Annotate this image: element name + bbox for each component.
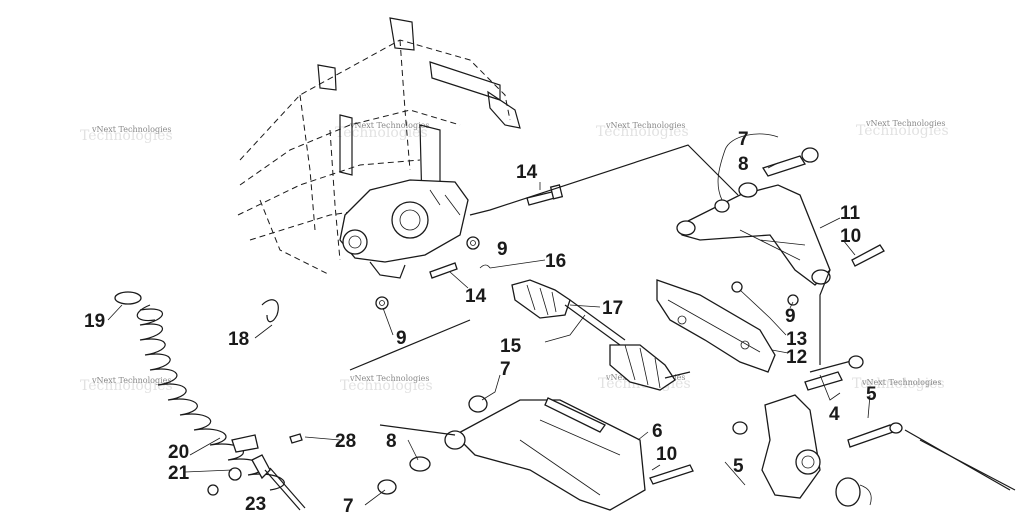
svg-text:Technologies: Technologies [80,128,173,144]
lower-a-arm [377,395,694,511]
steering-knuckle [732,355,1011,507]
watermark-3: vNext Technologies [605,121,685,130]
callout-4: 4 [829,404,840,425]
callout-5-lower: 5 [733,456,744,477]
callout-8-lower: 8 [386,431,397,452]
frame-phantom [237,17,521,276]
callout-9-left: 9 [396,328,407,349]
watermark-2: vNext Technologies [349,121,429,130]
shock-spring [114,291,306,511]
callout-7-lower: 7 [343,496,354,512]
callout-16: 16 [545,251,566,272]
upper-a-arm [676,147,885,306]
leader-lines [107,133,1016,506]
svg-text:Technologies: Technologies [852,376,945,392]
callout-14-upper: 14 [516,162,538,183]
watermark-8: vNext Technologies [861,378,941,387]
callout-7-upper: 7 [738,129,749,150]
a-arm-guard [656,279,776,373]
callout-5-upper: 5 [866,384,877,405]
callout-13: 13 [786,329,807,350]
callout-18: 18 [228,329,249,350]
callout-8-upper: 8 [738,154,749,175]
svg-text:Technologies: Technologies [340,378,433,394]
callout-19: 19 [84,311,105,332]
part-callouts: 7 8 11 10 14 9 16 14 9 13 12 17 15 7 9 1… [84,129,877,512]
callout-10-lower: 10 [656,444,677,465]
callout-10-upper: 10 [840,226,861,247]
watermark-6: vNext Technologies [349,374,429,383]
svg-text:Technologies: Technologies [856,123,949,139]
callout-15: 15 [500,336,522,357]
callout-17: 17 [602,298,623,319]
callout-14-lower: 14 [465,286,487,307]
callout-9-right: 9 [785,306,796,327]
callout-23: 23 [245,494,266,512]
callout-20: 20 [168,442,189,463]
svg-text:Technologies: Technologies [335,125,428,141]
drive-axle [511,279,691,391]
watermark-5: vNext Technologies [91,376,171,385]
callout-12: 12 [786,347,807,368]
callout-9-upper: 9 [497,239,508,260]
callout-7-middle: 7 [500,359,511,380]
watermark-4: vNext Technologies [865,119,945,128]
differential-housing [339,179,469,279]
callout-21: 21 [168,463,190,484]
svg-text:Technologies: Technologies [596,124,689,140]
callout-28: 28 [335,431,356,452]
callout-11: 11 [840,203,861,224]
hardware-top [375,184,564,310]
watermark-1: vNext Technologies [91,125,171,134]
callout-6: 6 [652,421,663,442]
svg-text:Technologies: Technologies [80,378,173,394]
